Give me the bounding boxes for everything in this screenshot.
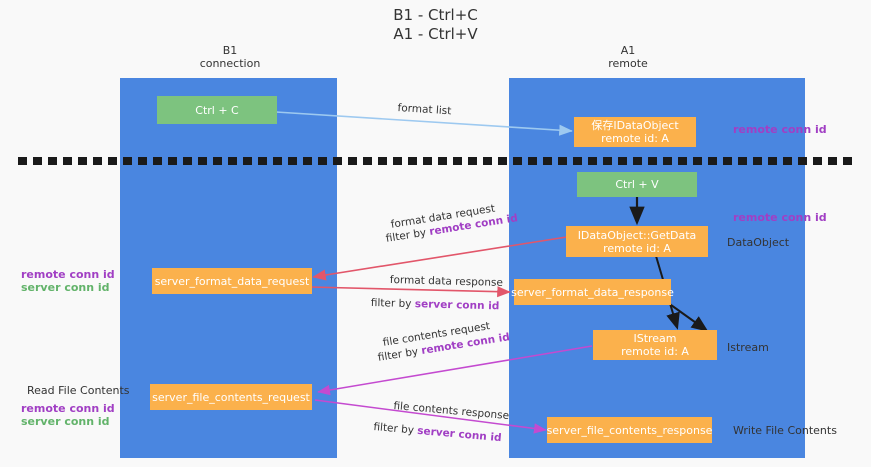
note-left-mid-server-conn-id: server conn id [21,281,110,294]
box-server-format-data-response[interactable]: server_format_data_response [511,279,674,305]
box-istream[interactable]: IStream remote id: A [593,330,717,360]
note-left-bottom-remote-conn-id: remote conn id [21,402,115,415]
box-save-idataobject[interactable]: 保存IDataObject remote id: A [574,117,696,147]
label-filter-key-2: server conn id [414,298,500,313]
note-write-file-contents: Write File Contents [733,424,837,437]
arrow-format-list [275,111,573,136]
box-server-format-data-request[interactable]: server_format_data_request [152,268,312,294]
box-server-file-contents-response[interactable]: server_file_contents_response [547,417,712,443]
lane-header-b1: B1 connection [199,44,261,70]
arrow-format-response-to-istream [670,304,709,332]
box-ctrl-c[interactable]: Ctrl + C [157,96,277,124]
note-remote-conn-id-top: remote conn id [733,123,827,136]
note-remote-conn-id-mid: remote conn id [733,211,827,224]
arrow-format-data-response [309,286,511,298]
label-filter-prefix-2: filter by [370,297,415,311]
note-left-mid-remote-conn-id: remote conn id [21,268,115,281]
arrow-file-contents-request [317,345,593,396]
arrow-file-contents-response [314,399,547,434]
arrow-format-data-request [312,235,574,281]
note-dataobject: DataObject [727,236,790,249]
note-istream: Istream [727,341,769,354]
lane-header-a1: A1 remote [608,44,648,70]
page-title: B1 - Ctrl+C A1 - Ctrl+V [393,6,478,43]
box-idataobject-getdata[interactable]: IDataObject::GetData remote id: A [566,226,708,257]
note-left-bottom-server-conn-id: server conn id [21,415,110,428]
box-ctrl-v[interactable]: Ctrl + V [577,172,697,197]
box-server-file-contents-request[interactable]: server_file_contents_request [150,384,312,410]
ctrl-c-ctrl-v-divider [18,157,853,165]
note-read-file-contents: Read File Contents [27,384,130,397]
